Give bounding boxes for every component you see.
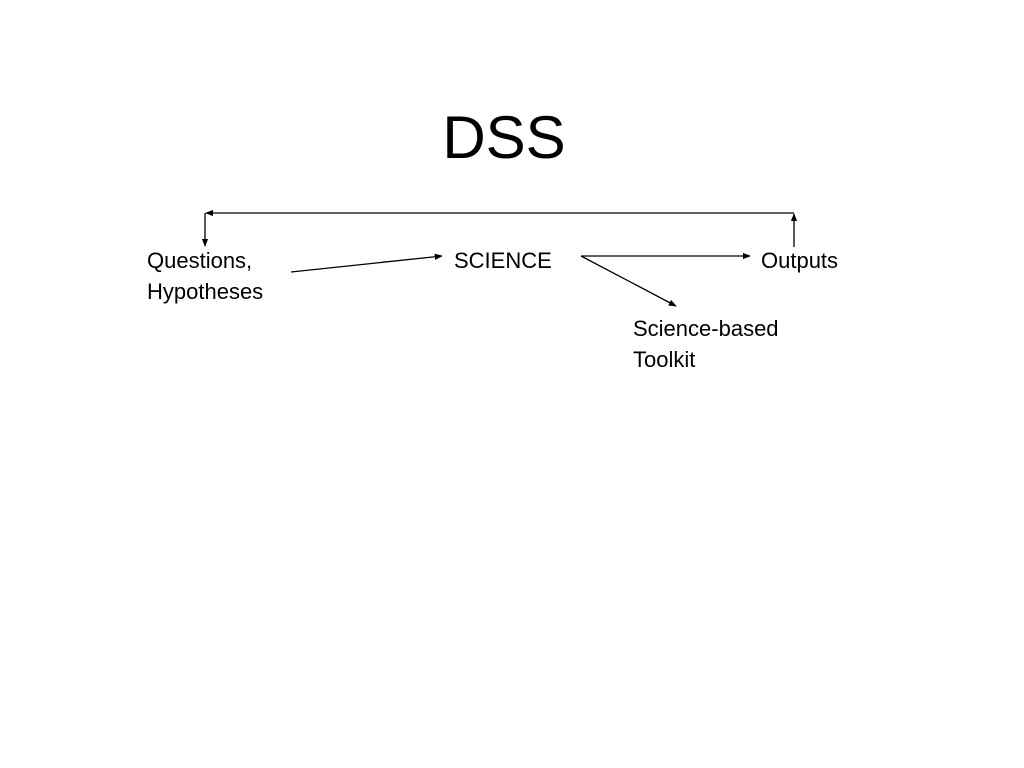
node-science-based-toolkit: Science-based Toolkit: [633, 313, 779, 375]
node-questions-line-2: Hypotheses: [147, 279, 264, 304]
node-science: SCIENCE: [454, 245, 552, 276]
node-toolkit-line-1: Science-based: [633, 316, 779, 341]
node-toolkit-line-2: Toolkit: [633, 347, 696, 372]
slide-title: DSS: [442, 104, 566, 171]
node-questions-hypotheses: Questions, Hypotheses: [147, 245, 263, 307]
arrow-questions-to-science: [290, 253, 443, 273]
node-questions-line-1: Questions,: [147, 248, 253, 273]
node-science-label: SCIENCE: [454, 248, 552, 273]
node-outputs: Outputs: [761, 245, 838, 276]
node-outputs-label: Outputs: [761, 248, 839, 273]
arrow-science-to-toolkit: [580, 255, 677, 307]
